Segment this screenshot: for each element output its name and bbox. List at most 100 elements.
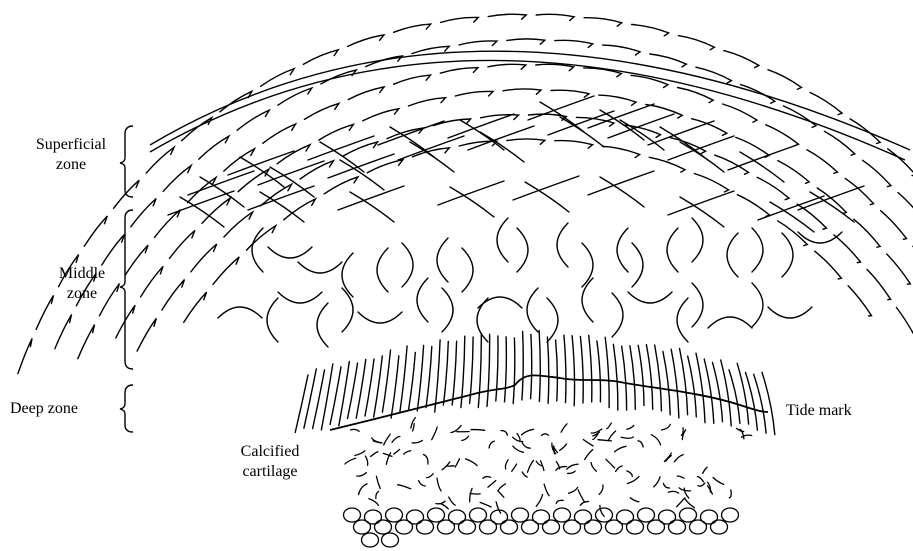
deep-zone-fiber	[638, 345, 644, 405]
deep-zone-fiber	[435, 340, 440, 412]
calcified-mark	[685, 499, 694, 508]
bone-cell-circle	[417, 520, 434, 534]
superficial-fiber	[182, 118, 212, 141]
deep-zone-fiber	[622, 346, 627, 410]
deep-zone-fiber	[547, 337, 548, 403]
deep-zone-fiber	[564, 335, 566, 402]
crossing-fiber	[340, 160, 384, 190]
bone-cell-circle	[512, 508, 529, 522]
deep-zone-fiber	[646, 345, 652, 410]
crossing-fiber	[680, 142, 724, 172]
calcified-mark	[609, 431, 616, 440]
middle-zone-arc	[692, 283, 703, 327]
superficial-fiber	[84, 216, 107, 246]
superficial-zone-brace	[120, 126, 133, 197]
deep-zone-fiber	[382, 350, 390, 412]
zone-braces	[120, 126, 133, 432]
superficial-fiber	[184, 292, 207, 322]
calcified-mark	[585, 450, 593, 460]
calcified-mark	[436, 501, 445, 504]
crossing-fiber	[438, 181, 504, 205]
deep-zone-fiber	[487, 334, 490, 406]
middle-zone-brace	[120, 210, 133, 369]
crossing-fiber	[680, 197, 724, 227]
middle-zone-arc	[782, 233, 793, 277]
crossing-fiber	[378, 121, 444, 145]
calcified-mark	[677, 476, 684, 478]
calcified-mark	[591, 429, 602, 433]
calcified-mark	[449, 497, 456, 505]
crossing-fiber	[468, 126, 534, 150]
calcified-mark	[394, 449, 400, 454]
superficial-fiber	[854, 219, 880, 247]
superficial-fiber	[824, 131, 855, 155]
bone-cell-circle	[344, 508, 361, 522]
calcified-mark	[365, 456, 367, 465]
middle-zone-label: Middle zone	[44, 264, 120, 304]
calcified-mark	[345, 458, 356, 464]
superficial-fiber	[898, 193, 913, 222]
superficial-fiber	[536, 14, 574, 20]
superficial-fiber	[348, 87, 384, 100]
superficial-fiber	[555, 40, 593, 47]
superficial-fiber	[224, 149, 255, 171]
calcified-mark	[713, 478, 724, 485]
superficial-fiber	[507, 139, 545, 144]
superficial-fiber	[649, 157, 685, 172]
calcified-mark	[423, 455, 428, 465]
crossing-fiber	[308, 136, 374, 160]
superficial-fiber	[896, 308, 913, 340]
deep-zone-fiber	[556, 340, 558, 401]
calcified-mark	[470, 493, 480, 494]
deep-zone-fiber	[400, 346, 407, 413]
deep-zone-brace	[120, 385, 133, 432]
crossing-fiber	[620, 120, 664, 150]
middle-zone-arc	[402, 243, 413, 287]
deep-zone-fiber	[680, 348, 688, 414]
middle-zone-arc	[478, 297, 522, 308]
crossing-fiber	[258, 161, 324, 185]
bone-cell-circle	[362, 533, 379, 547]
calcified-mark	[621, 437, 633, 438]
calcified-cartilage-label: Calcified cartilage	[228, 442, 312, 482]
calcified-mark	[376, 491, 379, 498]
calcified-mark	[522, 442, 530, 448]
calcified-mark	[591, 463, 596, 472]
deep-zone-fiber	[539, 331, 540, 402]
middle-zone-arc	[617, 228, 628, 272]
deep-zone-fiber	[522, 332, 523, 400]
deep-zone-label: Deep zone	[10, 399, 78, 419]
calcified-mark	[489, 441, 494, 448]
superficial-fiber	[137, 318, 156, 351]
superficial-fiber	[766, 125, 799, 146]
calcified-mark	[560, 444, 567, 450]
calcified-mark	[512, 464, 517, 471]
bone-cell-circle	[680, 508, 697, 522]
calcified-mark	[729, 490, 731, 498]
superficial-fiber	[324, 177, 358, 194]
middle-zone-label-line2: zone	[44, 284, 120, 304]
calcified-mark	[684, 488, 689, 498]
superficial-fiber	[736, 137, 769, 157]
calcified-mark	[677, 498, 685, 507]
superficial-fiber	[678, 36, 714, 50]
deep-zone-fiber	[330, 367, 341, 425]
superficial-fiber	[169, 230, 195, 258]
bone-cell-circle	[375, 520, 392, 534]
superficial-fiber	[797, 204, 826, 229]
middle-zone-arc	[612, 293, 623, 337]
deep-zone-fiber	[356, 359, 366, 418]
bone-cell-circle	[596, 508, 613, 522]
superficial-fiber	[551, 90, 589, 97]
bone-cell-circle	[648, 520, 665, 534]
bone-cell-circle	[501, 520, 518, 534]
superficial-fiber	[441, 17, 479, 22]
crossing-fiber	[600, 110, 644, 140]
calcified-mark	[432, 427, 438, 440]
middle-zone-arc	[442, 288, 453, 332]
superficial-fiber	[162, 280, 185, 311]
calcified-mark	[542, 434, 549, 436]
middle-zone-arc	[268, 247, 312, 258]
calcified-cartilage-marks	[345, 418, 752, 517]
calcified-mark	[471, 430, 485, 431]
